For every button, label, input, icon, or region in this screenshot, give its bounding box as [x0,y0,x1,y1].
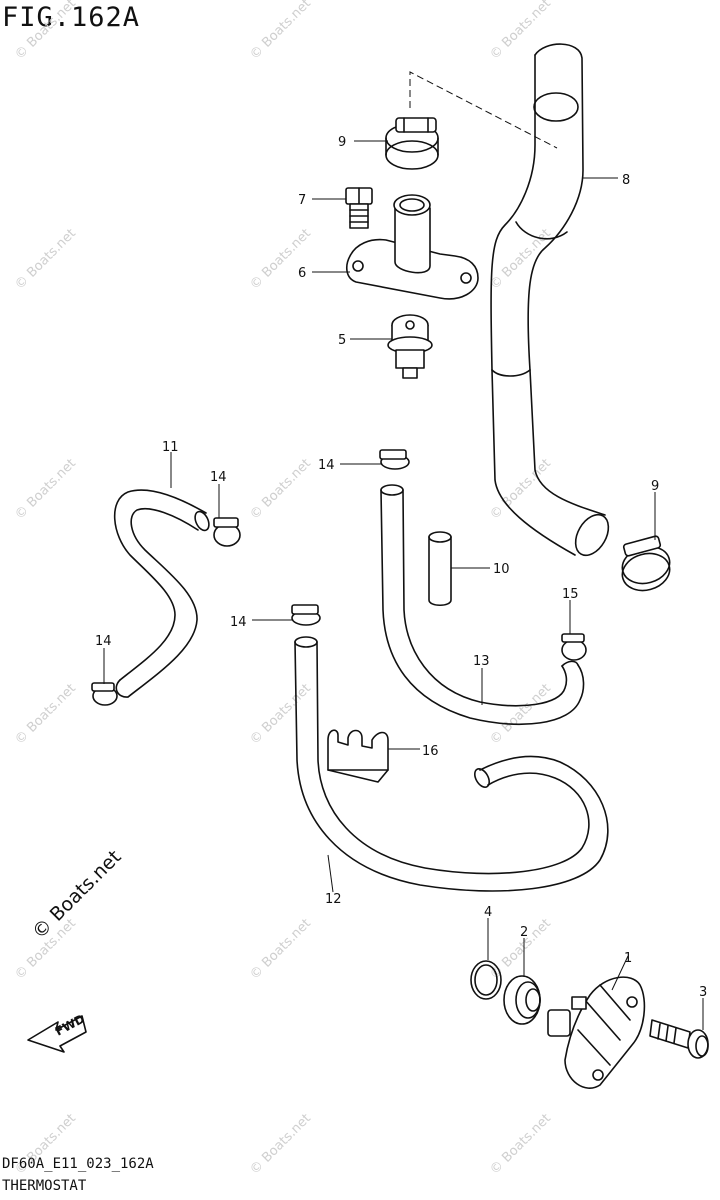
part-11-hose[interactable] [113,489,212,698]
watermark-text: © Boats.net [247,681,314,748]
callout-10: 10 [493,562,510,577]
callout-16: 16 [422,744,439,759]
callout-11: 11 [162,440,179,455]
fwd-arrow: FWD [27,1012,87,1053]
watermark-text: © Boats.net [487,0,554,63]
callout-14-c: 14 [318,458,335,473]
watermark-text: © Boats.net [487,1111,554,1178]
part-7-bolt[interactable] [345,187,373,229]
figure-code: DF60A_E11_023_162A [2,1156,154,1172]
callout-14-a: 14 [210,470,227,485]
part-14-clamp-c[interactable] [379,449,410,470]
part-10-tube[interactable] [428,531,452,607]
part-8-hose[interactable] [490,43,615,561]
callout-6: 6 [298,266,306,281]
watermark-text: © Boats.net [487,681,554,748]
watermark-text: © Boats.net [247,0,314,63]
callout-14-b: 14 [95,634,112,649]
part-14-clamp-b[interactable] [91,682,118,706]
watermark-layer: © Boats.net © Boats.net © Boats.net © Boats… [12,0,554,1178]
part-16-holder[interactable] [327,729,389,783]
part-9-clamp-upper[interactable] [385,117,439,170]
part-1-housing[interactable] [547,976,646,1089]
callout-9-lower: 9 [651,479,659,494]
part-9-clamp-lower[interactable] [618,535,674,596]
callout-8: 8 [622,173,630,188]
callout-14-d: 14 [230,615,247,630]
callout-3: 3 [699,985,707,1000]
part-13-hose[interactable] [380,484,585,726]
leader-lines [103,140,704,1030]
callout-numbers: 9 7 6 5 8 9 10 11 14 14 14 14 15 13 16 1… [95,135,707,1000]
part-3-bolt[interactable] [649,1019,709,1059]
part-15-clamp[interactable] [561,633,587,661]
callout-9-upper: 9 [338,135,346,150]
callout-7: 7 [298,193,306,208]
callout-4: 4 [484,905,492,920]
watermark-text: © Boats.net [12,0,79,63]
watermark-text: © Boats.net [247,916,314,983]
figure-title: FIG.162A [2,2,141,33]
part-5-thermostat[interactable] [387,314,433,379]
watermark-text: © Boats.net [247,1111,314,1178]
callout-12: 12 [325,892,342,907]
callout-15: 15 [562,587,579,602]
callout-1: 1 [624,951,632,966]
figure-caption: THERMOSTAT [2,1178,87,1194]
watermark-text: © Boats.net [12,226,79,293]
part-14-clamp-d[interactable] [291,604,321,626]
part-14-clamp-a[interactable] [213,517,241,547]
watermark-text: © Boats.net [12,681,79,748]
watermark-text: © Boats.net [12,456,79,523]
callout-13: 13 [473,654,490,669]
callout-5: 5 [338,333,346,348]
part-2-seal[interactable] [503,975,541,1025]
part-4-o-ring[interactable] [470,960,502,1000]
callout-2: 2 [520,925,528,940]
watermark-text: © Boats.net [247,226,314,293]
part-6-thermostat-cover[interactable] [346,194,479,300]
part-12-hose[interactable] [294,636,609,892]
watermark-text: © Boats.net [247,456,314,523]
